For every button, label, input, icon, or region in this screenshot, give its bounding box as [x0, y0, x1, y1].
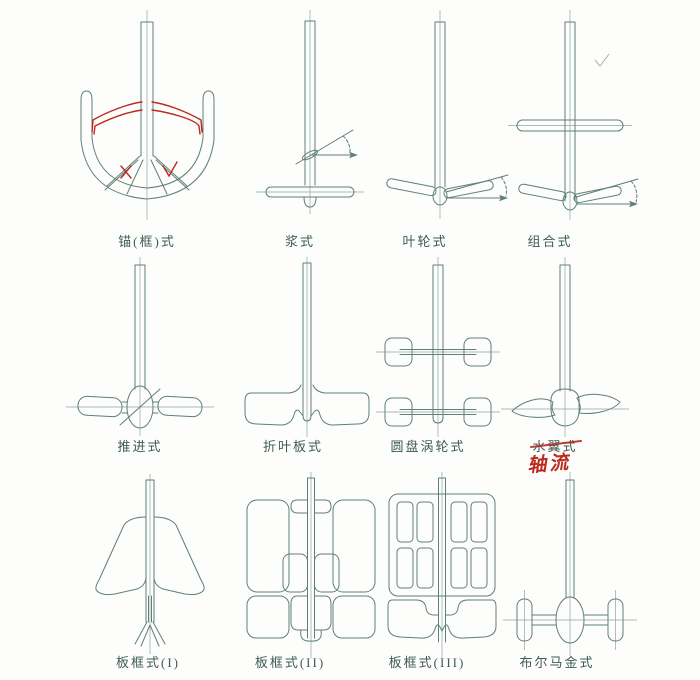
- diagram-propeller-type: [66, 257, 214, 436]
- label-folded-blade-type: 折叶板式: [262, 439, 323, 454]
- diagram-bulmajin-type: [503, 472, 637, 656]
- label-plate-frame-type-3: 板框式(III): [388, 655, 466, 670]
- diagram-anchor-frame-type: [80, 10, 215, 220]
- handwritten-annotation: 轴流: [526, 452, 573, 477]
- label-plate-frame-type-2: 板框式(II): [254, 655, 326, 670]
- diagram-plate-frame-type-1: [95, 474, 205, 654]
- diagram-plate-frame-type-2: [246, 472, 376, 658]
- diagram-hydrofoil-type: [501, 257, 629, 437]
- diagram-plate-frame-type-3: [387, 472, 497, 658]
- label-propeller-type: 推进式: [117, 439, 163, 454]
- label-bulmajin-type: 布尔马金式: [519, 655, 595, 670]
- diagram-paddle-type: [256, 10, 364, 214]
- label-combined-type: 组合式: [527, 234, 573, 249]
- label-impeller-type: 叶轮式: [402, 234, 448, 249]
- label-anchor-frame-type: 锚(框)式: [118, 234, 176, 249]
- diagram-combined-type: [508, 10, 639, 220]
- stray-pen-mark: [594, 53, 610, 67]
- label-paddle-type: 浆式: [284, 234, 315, 249]
- diagram-disc-turbine-type: [376, 257, 500, 437]
- label-disc-turbine-type: 圆盘涡轮式: [390, 439, 466, 454]
- diagram-impeller-type: [386, 10, 509, 219]
- label-plate-frame-type-1: 板框式(I): [116, 655, 180, 670]
- diagram-folded-blade-type: [244, 257, 370, 437]
